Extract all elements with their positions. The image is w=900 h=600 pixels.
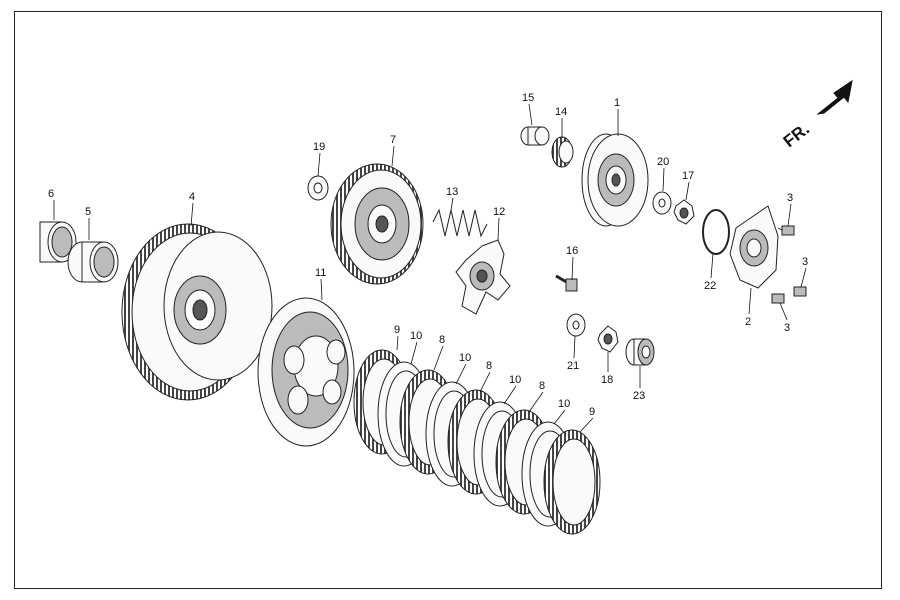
callout-labels: 6 5 4 19 7 13 12 11 15 14 1 20 17 16 3 3…: [48, 92, 808, 418]
callout-8-second: 8: [486, 360, 492, 372]
callout-2: 2: [745, 316, 751, 328]
callout-10-second: 10: [459, 352, 471, 364]
callout-3-top: 3: [787, 192, 793, 204]
part-20-washer: [652, 191, 672, 215]
part-1-clutch-cover: [581, 133, 649, 227]
part-5-sleeve: [67, 241, 119, 283]
part-2-cover-plate: [729, 205, 779, 289]
clutch-plate-stack: [353, 349, 601, 535]
callout-9-right: 9: [589, 406, 595, 418]
part-23-ball-bearing: [625, 338, 655, 366]
part-19-washer: [307, 175, 329, 201]
callout-12: 12: [493, 206, 505, 218]
part-4-clutch-outer: [121, 223, 273, 401]
callout-21: 21: [567, 360, 579, 372]
callout-14: 14: [555, 106, 567, 118]
callout-1: 1: [614, 97, 620, 109]
front-direction-indicator: FR.: [780, 79, 853, 151]
callout-17: 17: [682, 170, 694, 182]
part-3-bolt: [793, 286, 807, 297]
front-direction-arrow-icon: [816, 79, 853, 115]
callout-6: 6: [48, 188, 54, 200]
callout-18: 18: [601, 374, 613, 386]
part-15-collar: [520, 126, 550, 146]
callout-13: 13: [446, 186, 458, 198]
callout-4: 4: [189, 191, 195, 203]
callout-3-right: 3: [802, 256, 808, 268]
part-18-lock-nut: [597, 325, 619, 353]
callout-7: 7: [390, 134, 396, 146]
part-17-lock-nut: [673, 199, 695, 225]
part-16-bolt: [555, 274, 578, 292]
callout-3-bottom: 3: [784, 322, 790, 334]
part-3-bolt: [771, 293, 785, 304]
part-22-o-ring: [702, 209, 730, 255]
part-14-needle-bearing: [551, 136, 574, 168]
callout-20: 20: [657, 156, 669, 168]
part-13-spring: [432, 208, 488, 238]
callout-10-fourth: 10: [558, 398, 570, 410]
callout-19: 19: [313, 141, 325, 153]
part-12-pressure-plate: [455, 239, 511, 315]
part-3-bolt: [777, 225, 795, 236]
callout-22: 22: [704, 280, 716, 292]
callout-9-left: 9: [394, 324, 400, 336]
callout-15: 15: [522, 92, 534, 104]
callout-16: 16: [566, 245, 578, 257]
callout-10-third: 10: [509, 374, 521, 386]
leader-lines: [53, 103, 807, 433]
callout-10-first: 10: [410, 330, 422, 342]
callout-23: 23: [633, 390, 645, 402]
part-7-clutch-center: [330, 163, 424, 285]
front-direction-label: FR.: [780, 119, 813, 151]
callout-8-third: 8: [539, 380, 545, 392]
callout-5: 5: [85, 206, 91, 218]
part-6-sleeve: [39, 221, 77, 263]
part-21-washer: [566, 313, 586, 337]
callout-8-first: 8: [439, 334, 445, 346]
callout-11: 11: [315, 267, 326, 279]
part-11-clutch-pressure-disc: [257, 297, 355, 447]
